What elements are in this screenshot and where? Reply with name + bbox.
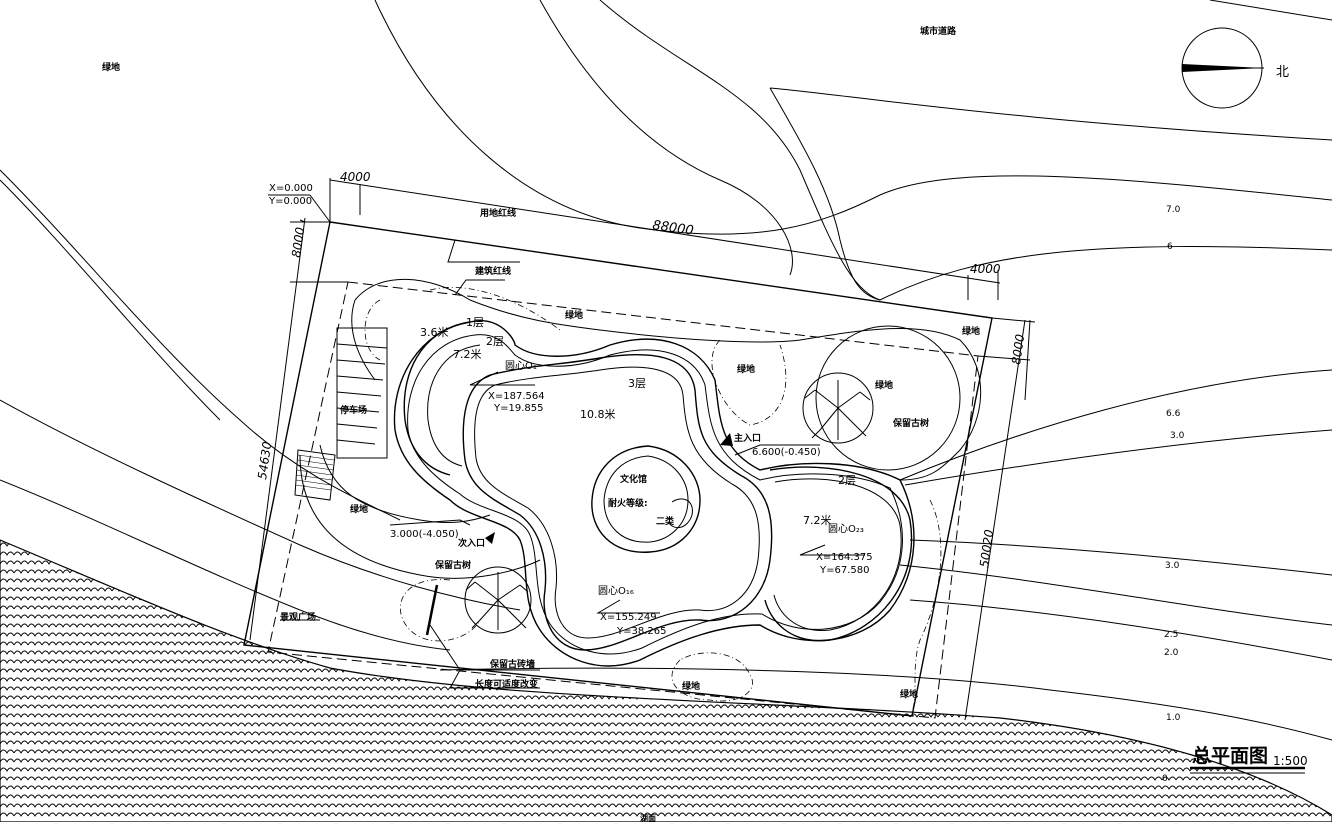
label-landscape-square: 景观广场	[280, 611, 316, 623]
label-contour-1-0: 1.0	[1166, 713, 1181, 723]
label-origin-x: X=0.000	[269, 183, 313, 194]
label-o1-y: Y=19.855	[493, 403, 543, 414]
label-contour-2-0: 2.0	[1164, 648, 1179, 658]
dimensions	[249, 178, 1036, 721]
label-dim-8000-right: 8000	[1009, 333, 1027, 366]
label-contour-3-0b: 3.0	[1165, 561, 1180, 571]
label-dim-8000-left: 8000	[289, 226, 307, 259]
label-keep-wall: 保留古砖墙	[489, 658, 535, 670]
label-floor3: 3层	[628, 377, 646, 390]
label-origin-y: Y=0.000	[268, 196, 312, 207]
drawing-title: 总平面图	[1192, 744, 1268, 767]
label-keep-tree-left: 保留古树	[434, 559, 471, 571]
label-center-o1: 圆心O₁	[505, 360, 537, 372]
parking-stalls	[336, 327, 388, 459]
label-o23-x: X=164.375	[816, 552, 873, 563]
label-h-7-2-left: 7.2米	[453, 348, 482, 361]
label-o23-y: Y=67.580	[819, 565, 869, 576]
drawing-scale: 1:500	[1273, 754, 1308, 768]
label-green-topleft: 绿地	[102, 61, 120, 73]
label-land-red-line: 用地红线	[479, 207, 516, 219]
label-city-road: 城市道路	[920, 25, 957, 37]
label-contour-0: 0	[1162, 774, 1168, 784]
label-h-3-6: 3.6米	[420, 326, 449, 339]
secondary-entrance-marker	[485, 532, 495, 544]
label-contour-6: 6	[1167, 242, 1173, 252]
contour-labels: 7.0 6 6.6 3.0 3.0 2.5 2.0 1.0 0	[1162, 205, 1185, 784]
old-brick-wall	[425, 584, 439, 636]
label-north: 北	[1276, 65, 1289, 80]
label-floor2-left: 2层	[486, 335, 504, 348]
label-green-circle: 绿地	[875, 379, 893, 391]
label-main-elev: 6.600(-0.450)	[752, 447, 821, 458]
label-sec-elev: 3.000(-4.050)	[390, 529, 459, 540]
label-main-entrance: 主入口	[734, 432, 761, 444]
label-o16-y: Y=38.265	[616, 626, 666, 637]
ramp-hatch	[294, 449, 336, 501]
north-arrow	[1181, 27, 1264, 109]
label-dim-88000: 88000	[651, 218, 694, 239]
contour-lines	[0, 0, 1332, 741]
label-contour-3-0a: 3.0	[1170, 431, 1185, 441]
label-floor2-right: 2层	[838, 474, 856, 487]
label-green-top: 绿地	[565, 309, 583, 321]
shrub-outlines	[364, 287, 942, 716]
label-parking: 停车场	[340, 404, 367, 416]
label-floor1: 1层	[466, 316, 484, 329]
lake-area	[0, 539, 1332, 822]
label-green-mid: 绿地	[737, 363, 755, 375]
label-green-bottom-right: 绿地	[900, 688, 918, 700]
label-dim-54630: 54630	[255, 440, 274, 480]
label-dim-4000-right: 4000	[970, 262, 1001, 276]
label-dim-4000-top: 4000	[340, 170, 371, 184]
label-contour-2-5: 2.5	[1164, 630, 1178, 640]
tree-circle-right	[815, 325, 961, 471]
tree-right	[802, 372, 874, 444]
label-fire-class: 二类	[656, 515, 675, 527]
label-center-o23: 圆心O₂₃	[828, 523, 864, 535]
leader-lines	[280, 239, 865, 689]
atrium	[591, 445, 701, 553]
label-green-left: 绿地	[350, 503, 368, 515]
main-entrance-marker	[720, 433, 733, 446]
label-green-right-top: 绿地	[962, 325, 980, 337]
label-contour-6-6: 6.6	[1166, 409, 1181, 419]
label-building-red-line: 建筑红线	[475, 265, 511, 277]
label-keep-tree-right: 保留古树	[892, 417, 929, 429]
label-green-bottom: 绿地	[682, 680, 700, 692]
building-core	[462, 354, 773, 651]
label-center-o16: 圆心O₁₆	[598, 585, 634, 597]
label-contour-7-0: 7.0	[1166, 205, 1181, 215]
label-fire-rating: 耐火等级:	[608, 497, 648, 509]
label-o16-x: X=155.249	[600, 612, 657, 623]
tree-left	[464, 566, 532, 634]
label-sec-entrance: 次入口	[458, 537, 485, 549]
building-line	[267, 281, 979, 719]
label-h-10-8: 10.8米	[580, 408, 616, 421]
label-wall-note: 长度可适度改变	[475, 678, 538, 690]
label-h-7-2-right: 7.2米	[803, 514, 832, 527]
label-culture-hall: 文化馆	[619, 473, 647, 485]
outer-path	[354, 278, 982, 481]
label-dim-50020: 50020	[977, 528, 996, 568]
label-o1-x: X=187.564	[488, 391, 545, 402]
label-lake: 湖面	[640, 813, 656, 822]
